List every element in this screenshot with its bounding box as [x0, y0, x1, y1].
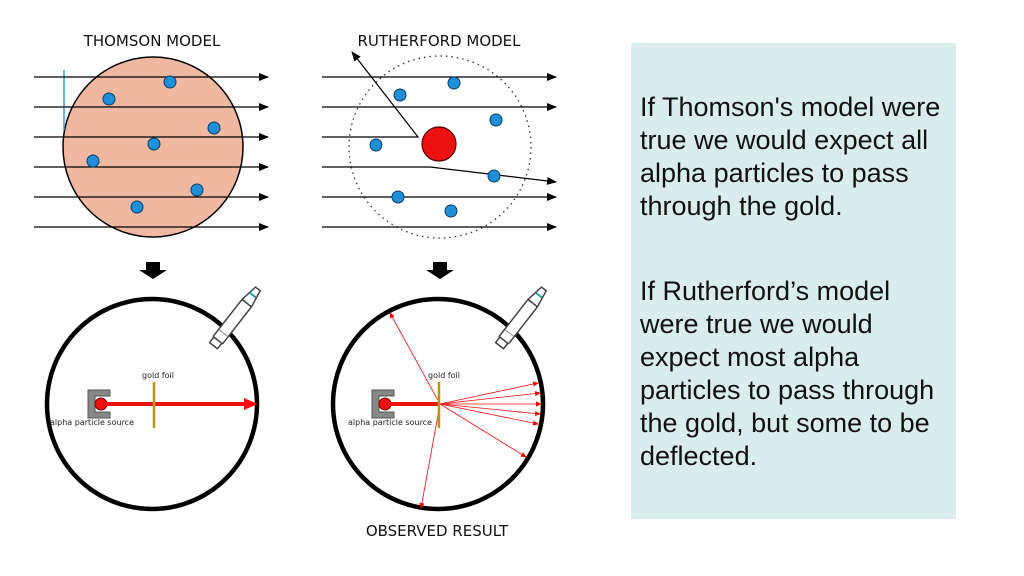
thomson-down-arrow — [139, 262, 167, 279]
thomson-electrons — [86, 75, 221, 214]
thomson-beam-head — [244, 398, 258, 410]
rutherford-alpha-beams — [322, 51, 557, 231]
thomson-source-label: alpha particle source — [50, 418, 134, 427]
observed-source-housing — [371, 389, 395, 419]
rutherford-model — [322, 51, 557, 239]
thomson-experiment: gold foil alpha particle source — [44, 286, 262, 512]
thomson-alpha-beams — [34, 73, 269, 231]
observed-title: OBSERVED RESULT — [366, 522, 509, 540]
explanation-panel: If Thomson's model were true we would ex… — [631, 43, 956, 519]
observed-source-label: alpha particle source — [348, 418, 432, 427]
thomson-source-emitter — [94, 397, 108, 411]
gold-foil-diagram: THOMSON MODEL RUTHERFORD MODEL — [34, 32, 557, 540]
thomson-source-housing — [87, 389, 111, 419]
thomson-microscope-icon — [208, 286, 262, 350]
observed-gold-foil-label: gold foil — [428, 371, 460, 380]
thomson-title: THOMSON MODEL — [83, 32, 221, 50]
rutherford-title: RUTHERFORD MODEL — [357, 32, 521, 50]
thomson-model — [34, 56, 269, 238]
rutherford-expectation-text: If Rutherford’s model were true we would… — [640, 276, 935, 471]
observed-experiment: gold foil alpha particle source — [330, 286, 548, 512]
rutherford-nucleus — [421, 126, 457, 162]
observed-source-emitter — [378, 397, 392, 411]
thomson-expectation-text: If Thomson's model were true we would ex… — [640, 92, 941, 221]
thomson-gold-foil-label: gold foil — [142, 371, 174, 380]
rutherford-electrons — [369, 76, 503, 218]
observed-microscope-icon — [494, 286, 548, 350]
rutherford-down-arrow — [426, 262, 454, 279]
rutherford-atom-boundary — [348, 55, 532, 239]
observed-scattered-rays — [389, 312, 542, 509]
